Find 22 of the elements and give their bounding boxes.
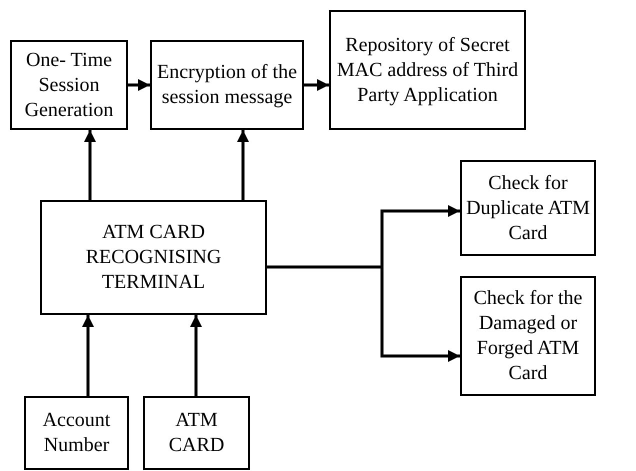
box-label: ATM CARD — [168, 408, 226, 458]
process-box — [143, 396, 250, 470]
process-box — [10, 40, 128, 130]
arrow — [237, 130, 249, 200]
process-box — [329, 10, 526, 130]
arrow — [84, 130, 96, 200]
box-label: ATM CARD RECOGNISING TERMINAL — [84, 220, 222, 295]
box-label: Account Number — [42, 408, 112, 458]
arrow — [82, 315, 94, 396]
process-box — [24, 396, 129, 470]
box-label: Check for Duplicate ATM Card — [466, 170, 590, 246]
box-label: Repository of Secret MAC address of Third Party Application — [336, 32, 520, 108]
process-box — [460, 276, 596, 396]
arrow — [128, 79, 150, 91]
box-label: One- Time Session Generation — [24, 48, 114, 122]
process-box — [40, 200, 267, 315]
box-label: Check for the Damaged or Forged ATM Card — [472, 286, 584, 386]
process-box — [150, 40, 304, 130]
arrow — [190, 315, 202, 396]
box-label: Encryption of the session message — [156, 60, 298, 110]
process-box — [460, 160, 596, 256]
arrow — [304, 79, 329, 91]
